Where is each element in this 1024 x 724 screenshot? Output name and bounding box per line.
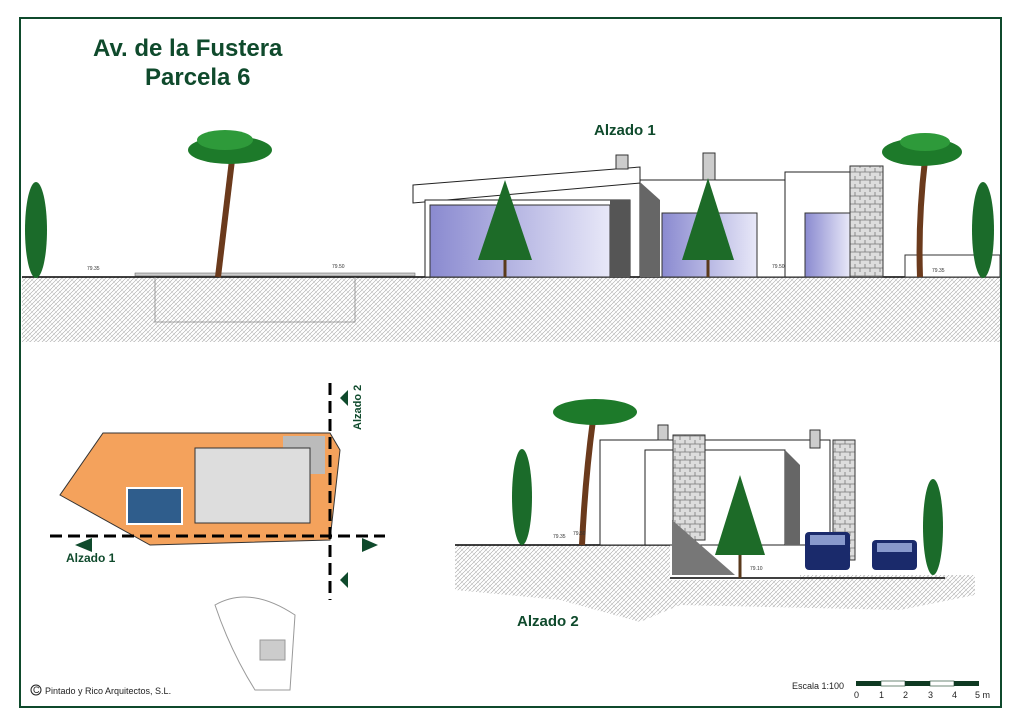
elevation-1: Alzado 1 79.35 — [22, 122, 1001, 342]
scale-label: Escala 1:100 — [792, 681, 844, 691]
elevation-1-label: Alzado 1 — [594, 122, 656, 139]
cypress-tree-icon — [25, 182, 47, 278]
scale-tick: 4 — [952, 690, 957, 700]
car-icon — [872, 540, 917, 570]
pine-tree-icon — [478, 180, 532, 277]
site-plan-alzado2-label: Alzado 2 — [352, 385, 364, 430]
level-mark: 79.50 — [332, 264, 345, 270]
elevation-2-label: Alzado 2 — [517, 613, 579, 630]
car-icon — [805, 532, 850, 570]
sheet-border — [19, 17, 1002, 708]
scale-tick: 3 — [928, 690, 933, 700]
level-mark: 79.35 — [932, 268, 945, 274]
scale-bar: Escala 1:100 0 1 2 3 4 5 m — [792, 680, 990, 700]
location-map — [214, 596, 296, 691]
scale-tick: 1 — [879, 690, 884, 700]
title-line2: Parcela 6 — [145, 64, 250, 91]
pine-tree-icon — [715, 475, 765, 578]
ground-section — [22, 277, 1000, 342]
level-mark: 79.10 — [750, 566, 763, 572]
credits: C Pintado y Rico Arquitectos, S.L. — [30, 684, 171, 696]
level-mark: 79.35 — [87, 266, 100, 272]
scale-tick: 2 — [903, 690, 908, 700]
level-mark: 79.35 — [553, 534, 566, 540]
elevation-2: 79.35 79.50 79.10 Alzado 2 — [455, 399, 975, 630]
site-plan: Alzado 1 Alzado 2 — [50, 383, 385, 691]
scale-tick: 5 m — [975, 690, 990, 700]
title-line1: Av. de la Fustera — [93, 35, 283, 62]
scale-tick: 0 — [854, 690, 859, 700]
site-plan-alzado1-label: Alzado 1 — [66, 551, 116, 565]
firm-name: Pintado y Rico Arquitectos, S.L. — [45, 686, 171, 696]
copyright-icon: C — [33, 685, 40, 695]
cypress-tree-icon — [512, 449, 532, 545]
palm-tree-icon — [882, 133, 962, 278]
level-mark: 79.50 — [573, 531, 586, 537]
palm-tree-icon — [553, 399, 637, 546]
cypress-tree-icon — [972, 182, 994, 278]
cypress-tree-icon — [923, 479, 943, 575]
pine-tree-icon — [682, 178, 734, 277]
palm-tree-icon — [188, 130, 272, 278]
level-mark: 79.50 — [772, 264, 785, 270]
